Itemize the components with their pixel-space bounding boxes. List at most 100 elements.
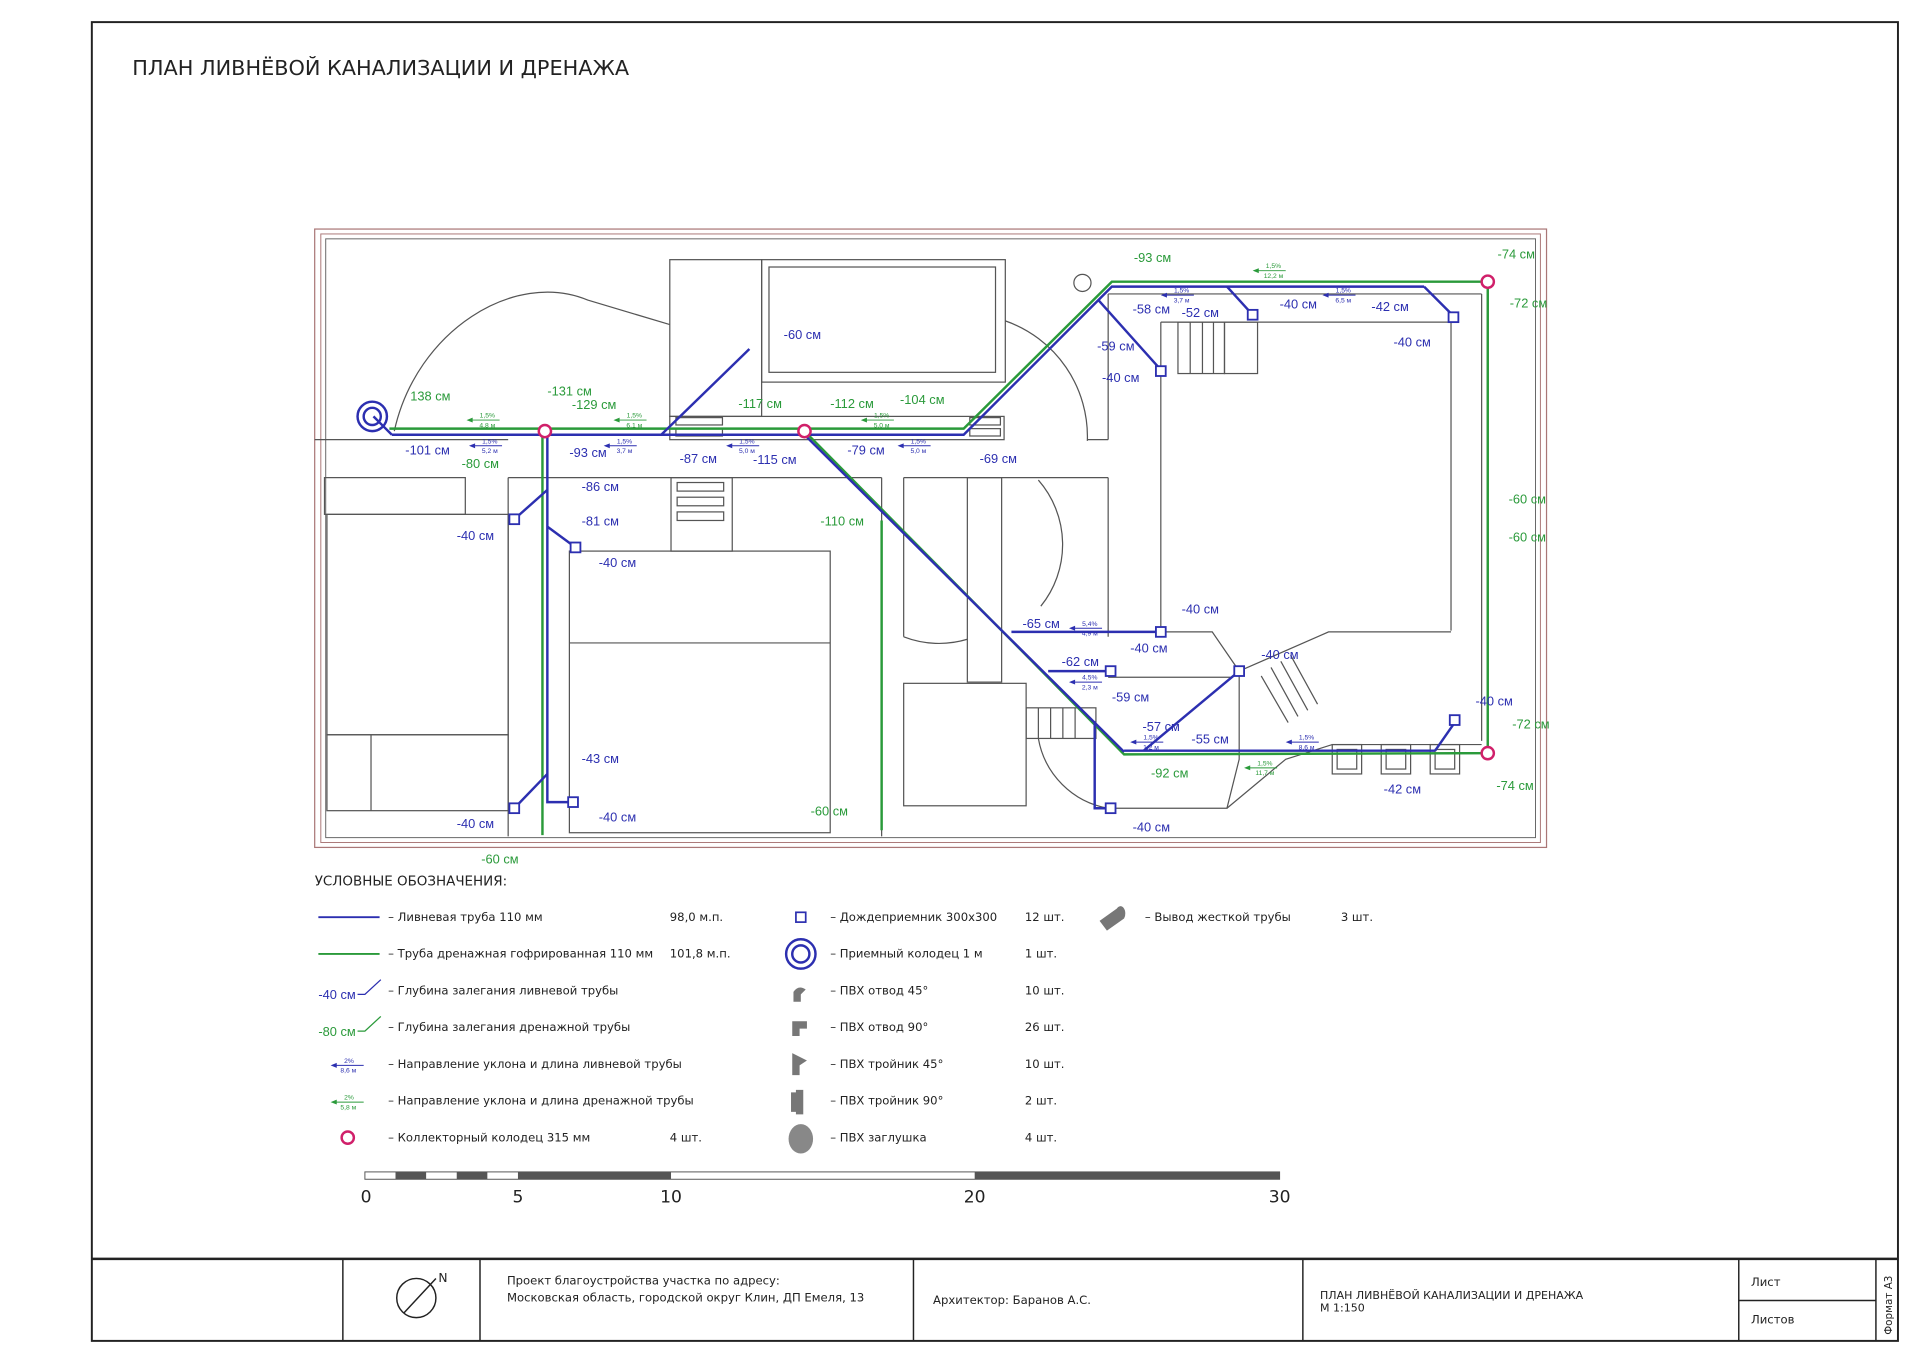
rain-inlet: [569, 541, 582, 554]
rain-inlet: [508, 513, 521, 526]
drain-depth-label: -60 см: [811, 804, 848, 819]
legend-item-label: – ПВХ тройник 90°: [830, 1094, 943, 1108]
storm-depth-label: -59 см: [1097, 338, 1134, 353]
svg-text:2%: 2%: [344, 1058, 354, 1065]
storm-depth-label: -40 см: [599, 810, 636, 825]
legend-item-quantity: 4 шт.: [670, 1130, 702, 1144]
legend-item-quantity: 2 шт.: [1025, 1094, 1057, 1108]
slope-percent: 1,5%: [1257, 760, 1272, 767]
drain-depth-sample: -80 см: [318, 1024, 355, 1039]
slope-percent: 5,4%: [1082, 621, 1097, 628]
cap-icon: [788, 1124, 814, 1154]
slope-annotation: 1,5%4,8 м: [466, 413, 500, 429]
scale-tick: 5: [513, 1188, 524, 1208]
title-block: N Проект благоустройства участка по адре…: [91, 1257, 1898, 1341]
receiving-well-symbol: [784, 938, 817, 970]
architect: Архитектор: Баранов А.С.: [933, 1293, 1091, 1307]
collector-symbol: [340, 1130, 356, 1145]
north-arrow-icon: N: [396, 1271, 448, 1319]
slope-percent: 1,5%: [1174, 288, 1189, 295]
rain-inlet: [1104, 802, 1117, 815]
site-boundary: [314, 228, 1548, 849]
legend-item-label: – Приемный колодец 1 м: [830, 947, 982, 961]
drain-depth-label: -112 см: [830, 396, 874, 411]
drain-depth-label: -110 см: [820, 513, 864, 528]
slope-annotation: 1,5% 11,7 м: [1244, 760, 1278, 777]
tee-90-icon: [791, 1089, 804, 1115]
drain-depth-label: -60 см: [481, 851, 518, 866]
svg-text:8,6 м: 8,6 м: [340, 1068, 356, 1075]
storm-depth-label: -40 см: [1476, 693, 1513, 708]
paper-format: Формат А3: [1883, 1276, 1895, 1335]
legend-item-label: – Направление уклона и длина дренажной т…: [388, 1094, 694, 1108]
legend-item-quantity: 101,8 м.п.: [670, 947, 731, 961]
legend-item-label: – ПВХ тройник 45°: [830, 1057, 943, 1071]
slope-length: 5,0 м: [874, 422, 890, 429]
drain-depth-label: -60 см: [1509, 529, 1546, 544]
drain-depth-label: -80 см: [462, 456, 499, 471]
slope-annotation: 1,5%5,0 м: [897, 438, 931, 455]
scale-bar: 0 5 10 20 30: [361, 1171, 1291, 1208]
slope-percent: 1,5%: [911, 438, 926, 445]
scale-tick: 0: [361, 1188, 372, 1208]
legend: УСЛОВНЫЕ ОБОЗНАЧЕНИЯ: – Ливневая труба 1…: [315, 874, 1373, 1154]
drain-depth-label: -92 см: [1151, 766, 1188, 781]
slope-percent: 1,5%: [739, 438, 754, 445]
slope-length: 11,7 м: [1255, 770, 1274, 777]
storm-depth-label: -58 см: [1133, 302, 1170, 317]
slope-annotation: 1,5%3,7 м: [1160, 288, 1194, 305]
sheet-scale: М 1:150: [1320, 1302, 1365, 1315]
slope-length: 3,7 м: [617, 448, 633, 455]
drain-depth-label: -74 см: [1498, 246, 1535, 261]
storm-depth-label: -40 см: [457, 528, 494, 543]
north-label: N: [438, 1271, 447, 1285]
storm-depth-label: -43 см: [582, 751, 619, 766]
slope-length: 6,1 м: [626, 422, 642, 429]
drain-depth-label: -60 см: [1509, 491, 1546, 506]
sheet-title: ПЛАН ЛИВНЁВОЙ КАНАЛИЗАЦИИ И ДРЕНАЖА: [1320, 1289, 1584, 1302]
drain-depth-label: -104 см: [900, 392, 945, 407]
storm-depth-label: -101 см: [405, 442, 450, 457]
rain-inlet: [1233, 665, 1245, 677]
legend-item-quantity: 1 шт.: [1025, 947, 1057, 961]
slope-length: 8,6 м: [1299, 744, 1315, 751]
legend-item-label: – Вывод жесткой трубы: [1145, 910, 1291, 924]
legend-item-label: – ПВХ отвод 90°: [830, 1020, 928, 1034]
rain-inlets: [508, 308, 1461, 815]
storm-depth-label: -93 см: [569, 445, 606, 460]
storm-depth-label: -55 см: [1191, 731, 1228, 746]
scale-tick: 30: [1269, 1188, 1291, 1208]
tee-45-icon: [792, 1053, 807, 1076]
rain-inlet: [1104, 665, 1117, 677]
slope-annotation: 1,5%6,1 м: [613, 413, 647, 429]
slope-length: 4,9 м: [1082, 631, 1098, 638]
drain-depth-label: -72 см: [1510, 295, 1547, 310]
storm-depth-label: -40 см: [1182, 602, 1219, 617]
sheet-frame: [90, 21, 1899, 1342]
storm-depth-label: -57 см: [1142, 719, 1179, 734]
storm-depth-label: -65 см: [1022, 616, 1059, 631]
slope-percent: 1,5%: [617, 438, 632, 445]
drain-depth-label: -72 см: [1512, 717, 1549, 732]
storm-depth-label: -40 см: [1133, 820, 1170, 835]
storm-pipes: [372, 285, 1456, 810]
site-plan: 138 см-131 см-129 см-80 см-117 см-112 см…: [314, 228, 1550, 866]
storm-depth-label: -40 см: [1261, 647, 1298, 662]
storm-depth-label: -42 см: [1384, 782, 1421, 797]
collector-wells: [537, 274, 1496, 761]
slope-annotation: 1,5%1,2 м: [1130, 735, 1164, 751]
storm-depth-label: -40 см: [1393, 335, 1430, 350]
project-address-line1: Проект благоустройства участка по адресу…: [507, 1274, 780, 1288]
legend-item-quantity: 3 шт.: [1341, 910, 1373, 924]
legend-item-quantity: 10 шт.: [1025, 983, 1065, 997]
collector-well: [1480, 745, 1496, 761]
slope-annotation: 1,5%8,6 м: [1285, 735, 1319, 751]
storm-depth-label: -87 см: [680, 451, 717, 466]
collector-well: [797, 423, 812, 439]
slope-length: 1,2 м: [1143, 744, 1159, 751]
legend-heading: УСЛОВНЫЕ ОБОЗНАЧЕНИЯ:: [315, 874, 507, 889]
slope-annotation: 1,5%5,2 м: [468, 438, 503, 455]
slope-percent: 4,5%: [1082, 675, 1097, 682]
slope-length: 12,2 м: [1264, 273, 1284, 280]
sheets-label: Листов: [1751, 1313, 1795, 1327]
